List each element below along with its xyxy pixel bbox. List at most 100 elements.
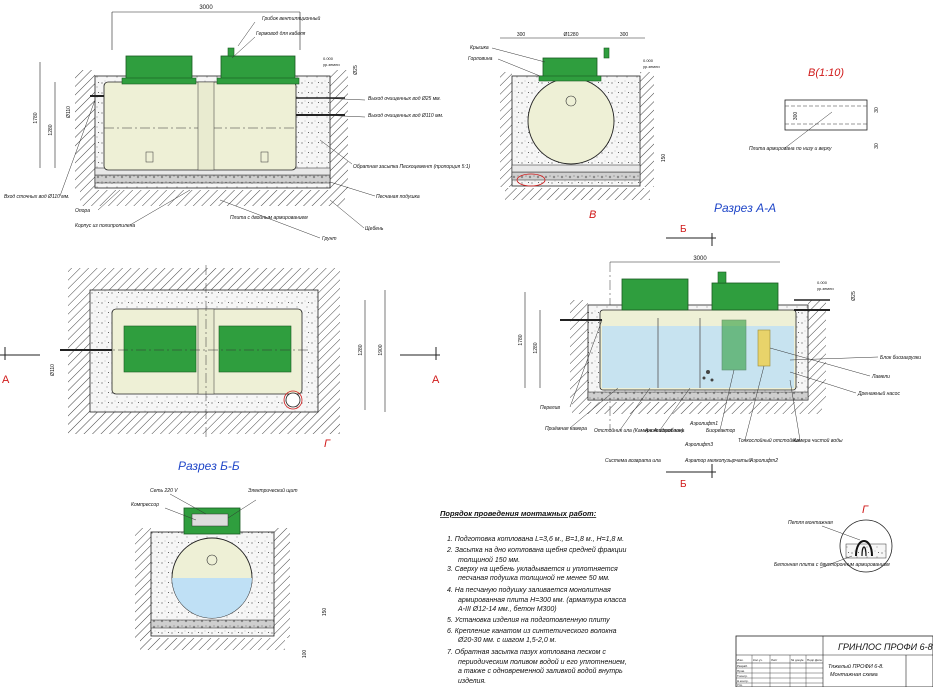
aerolift3-label: Аэролифт3 (684, 442, 713, 448)
top-lvl0-note: ур.земли (323, 62, 340, 67)
top-pipe-dim: Ø110 (66, 106, 72, 118)
bb-d1: 150 (322, 608, 328, 617)
side-lvl0: 0.000 (643, 58, 654, 63)
inlet-label: Вход сточных вод Ø110 мм. (4, 194, 70, 200)
procedure-line-7: армированная плита H=300 мм. (арматура к… (458, 597, 626, 604)
lid-label: Крышка (470, 45, 489, 51)
detail-v-30a: 30 (874, 107, 880, 113)
top-lvl0: 0.000 (323, 56, 334, 61)
body-label: Корпус из полипропилена (75, 223, 135, 229)
side-dim-bottom: 150 (661, 154, 667, 163)
procedure-line-15: изделия. (458, 677, 486, 685)
procedure-line-14: а также с одновременной заливкой водой в… (458, 667, 623, 675)
detail-g: Г Петля монтажная Бетонная плита с двуст… (774, 504, 893, 573)
detail-g-marker: Г (862, 504, 869, 516)
bioreactor-label: Биореактор (706, 428, 735, 434)
top-h2-dim: 1280 (48, 124, 54, 135)
tb-row-1: Разраб. (737, 664, 748, 668)
procedure-line-4: 3. Сверху на щебень укладывается и уплот… (447, 565, 618, 573)
detail-g-loop: Петля монтажная (788, 520, 833, 526)
panel-label: Электрический щит (248, 487, 297, 494)
sludge-return-label: Система возврата ила (605, 458, 661, 464)
bb-d2: 100 (302, 650, 308, 659)
plan-h2: 1900 (378, 344, 384, 355)
soil-label: Грунт (322, 236, 337, 242)
settler-label: Отстойник ила (Камера Анаэробная) (594, 427, 684, 434)
side-dim-diameter: Ø1280 (563, 32, 578, 38)
procedure-line-6: 4. На песчаную подушку заливается моноли… (447, 586, 611, 594)
detail-v-300: 300 (793, 112, 799, 121)
tb-col-2: Кол.уч. (753, 658, 763, 662)
procedure-line-8: А-III Ø12-14 мм., бетон М300) (457, 605, 557, 613)
slab-label: Плита с двойным армированием (230, 214, 308, 221)
detail-g-slab: Бетонная плита с двусторонним армировани… (774, 562, 890, 568)
tb-row-3: Т.контр. (737, 674, 748, 678)
detail-v: В(1:10) 300 30 30 Плита армирована по ни… (749, 67, 880, 152)
aerolift2-label: Аэролифт2 (749, 458, 778, 464)
drain-pump-label: Дренажный насос (857, 390, 900, 397)
outlet-25-label: Выход очищенных вод Ø25 мм. (368, 96, 441, 102)
top-d25-dim: Ø25 (353, 65, 359, 75)
side-dim-right: 300 (620, 32, 629, 38)
procedure-line-12: 7. Обратная засыпка пазух котлована песк… (447, 648, 606, 656)
lamella-label: Ламели (871, 374, 890, 380)
top-h1-dim: 1780 (33, 112, 39, 123)
tb-col-6: Дата (815, 658, 822, 662)
backfill-label: Обратная засыпка Пескоцемент (пропорция … (353, 164, 471, 170)
aa-d25-dim: Ø25 (851, 291, 857, 301)
support-label: Опора (75, 208, 90, 214)
neck-label: Горловина (468, 56, 493, 62)
tb-subtitle-1: Тяжелый ПРОФИ 6-8. (828, 663, 884, 670)
tb-title: ГРИНЛОС ПРОФИ 6-8 (838, 642, 933, 652)
tb-row-2: Пров. (737, 669, 745, 673)
detail-v-title: В(1:10) (808, 67, 844, 79)
tb-col-4: № докум. (791, 658, 804, 662)
compressor-label: Компрессор (131, 502, 159, 508)
plan-view: 1280 1900 Ø110 А А Г (0, 265, 440, 450)
marker-a-left: А (2, 374, 10, 386)
procedure-notes: Порядок проведения монтажных работ: 1. П… (440, 509, 627, 685)
procedure-line-5: песчаная подушка толщиной не менее 50 мм… (458, 574, 610, 582)
procedure-line-3: толщиной 150 мм. (458, 556, 520, 564)
aa-lvl0-note: ур.земли (817, 286, 834, 291)
clean-chamber-label: Камера чистой воды (793, 437, 843, 444)
tb-row-5: Утв. (737, 683, 743, 687)
side-lvl0-note: ур.земли (643, 64, 660, 69)
outlet-110-label: Выход очищенных вод Ø110 мм. (368, 113, 443, 119)
side-elevation: 300 Ø1280 300 150 0.000 ур.земли Крышка … (468, 32, 667, 221)
procedure-line-11: Ø20-30 мм. с шагом 1,5-2,0 м. (457, 637, 556, 644)
plan-h1: 1280 (358, 344, 364, 355)
section-bb: Разрез Б-Б Сеть 220 V Компрессор Электри… (131, 459, 328, 658)
receiving-label: Приёмная камера (545, 426, 587, 432)
aa-h1-dim: 1780 (518, 334, 524, 345)
aa-width-dim: 3000 (693, 256, 707, 262)
vent-cap-label: Грибок вентиляционный (262, 15, 320, 22)
marker-b-top: Б (680, 224, 687, 235)
detail-v-30b: 30 (874, 143, 880, 149)
marker-a-right: А (432, 374, 440, 386)
marker-b-bottom: Б (680, 479, 687, 490)
power-label: Сеть 220 V (150, 488, 178, 494)
procedure-title: Порядок проведения монтажных работ: (440, 509, 597, 518)
cable-gland-label: Гермовод для кабеля (256, 31, 306, 37)
section-bb-title: Разрез Б-Б (178, 459, 240, 473)
tb-row-4: Н.контр. (737, 679, 749, 683)
plan-pipe: Ø110 (50, 364, 56, 376)
fine-settler-label: Тонкослойный отстойник (738, 437, 801, 444)
procedure-line-1: 1. Подготовка котлована L=3,6 м., B=1,8 … (447, 535, 624, 543)
marker-v: В (589, 209, 596, 221)
aa-h2-dim: 1280 (533, 342, 539, 353)
procedure-line-2: 2. Засыпка на дно котлована щебня средне… (446, 546, 626, 554)
section-aa: Разрез А-А Б 3000 1780 1280 Ø25 0.000 ур… (518, 201, 921, 490)
procedure-line-9: 5. Установка изделия на подготовленную п… (447, 616, 610, 624)
overflow-label: Перелив (540, 405, 560, 411)
anoxic-label: Аноксидная зона (644, 428, 685, 434)
top-width-dim: 3000 (199, 5, 213, 11)
side-dim-left: 300 (517, 32, 526, 38)
aerolift1-label: Аэролифт1 (689, 421, 718, 427)
front-elevation: 3000 1780 1280 Ø110 Ø25 0.000 ур.земли Г… (4, 5, 471, 242)
section-aa-title: Разрез А-А (714, 201, 776, 215)
gravel-label: Щебень (365, 226, 384, 232)
tb-subtitle-2: Монтажная схема (830, 672, 878, 678)
detail-v-label: Плита армирована по низу и верху (749, 146, 832, 152)
